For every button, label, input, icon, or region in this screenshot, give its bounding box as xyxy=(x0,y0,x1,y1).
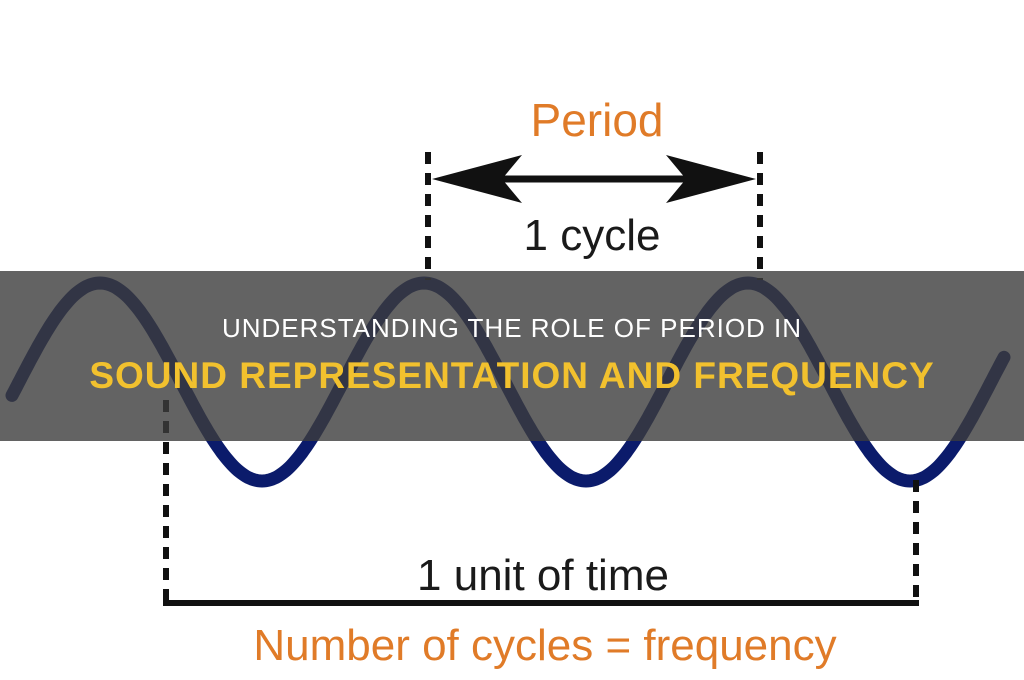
period-arrow-left-head xyxy=(432,155,522,203)
period-arrow-right-head xyxy=(666,155,756,203)
title-line-2: Sound Representation And Frequency xyxy=(89,355,935,397)
period-label: Period xyxy=(531,94,664,146)
time-label: 1 unit of time xyxy=(417,551,669,600)
frequency-label: Number of cycles = frequency xyxy=(253,621,836,670)
cycle-label: 1 cycle xyxy=(524,211,661,260)
title-banner: Understanding The Role Of Period In Soun… xyxy=(0,271,1024,441)
title-line-1: Understanding The Role Of Period In xyxy=(221,312,803,343)
